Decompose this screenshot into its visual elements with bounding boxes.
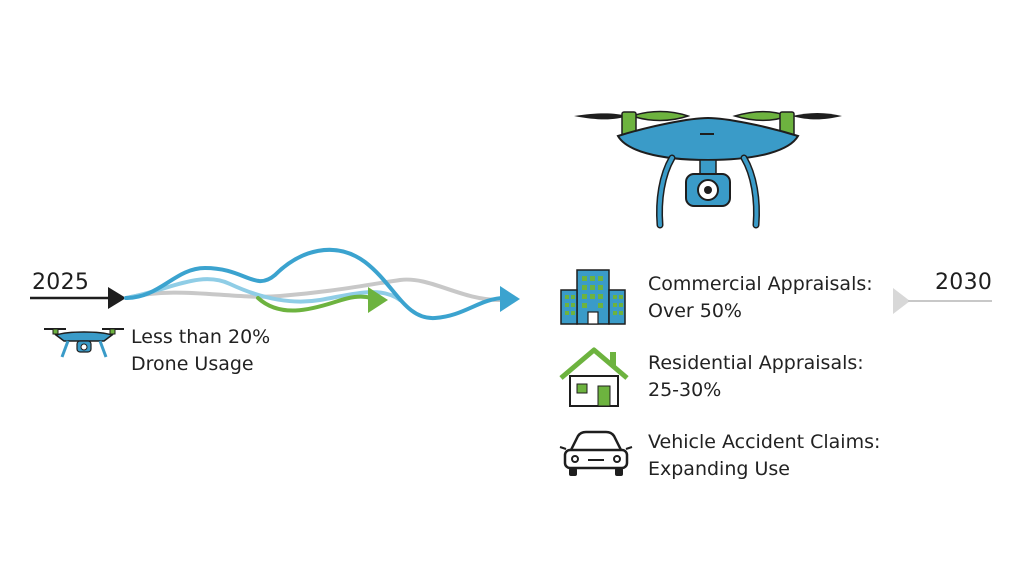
item-commercial-line2: Over 50% (648, 300, 742, 322)
light-blue-wave (124, 277, 402, 304)
start-arrowhead (108, 287, 126, 309)
small-drone-icon (44, 328, 124, 358)
item-residential-line2: 25-30% (648, 379, 722, 401)
start-note-line2: Drone Usage (131, 353, 254, 375)
blue-arrowhead (500, 286, 520, 312)
start-year-label: 2025 (32, 270, 90, 295)
item-residential-line1: Residential Appraisals: (648, 352, 864, 374)
item-commercial-line1: Commercial Appraisals: (648, 273, 873, 295)
item-vehicle-line2: Expanding Use (648, 458, 790, 480)
large-drone-icon (574, 110, 842, 229)
end-year-label: 2030 (935, 270, 993, 295)
item-commercial: Commercial Appraisals: Over 50% (648, 271, 873, 325)
office-building-icon (560, 269, 626, 325)
green-wave (256, 294, 374, 313)
item-residential: Residential Appraisals: 25-30% (648, 350, 864, 404)
gray-wave (124, 277, 502, 302)
start-note: Less than 20% Drone Usage (131, 324, 270, 378)
blue-wave (124, 247, 507, 321)
end-arrowhead (893, 288, 910, 314)
green-arrowhead (368, 287, 388, 313)
item-vehicle-line1: Vehicle Accident Claims: (648, 431, 881, 453)
car-icon (559, 430, 633, 476)
start-note-line1: Less than 20% (131, 326, 271, 348)
item-vehicle: Vehicle Accident Claims: Expanding Use (648, 429, 880, 483)
house-icon (559, 347, 629, 407)
